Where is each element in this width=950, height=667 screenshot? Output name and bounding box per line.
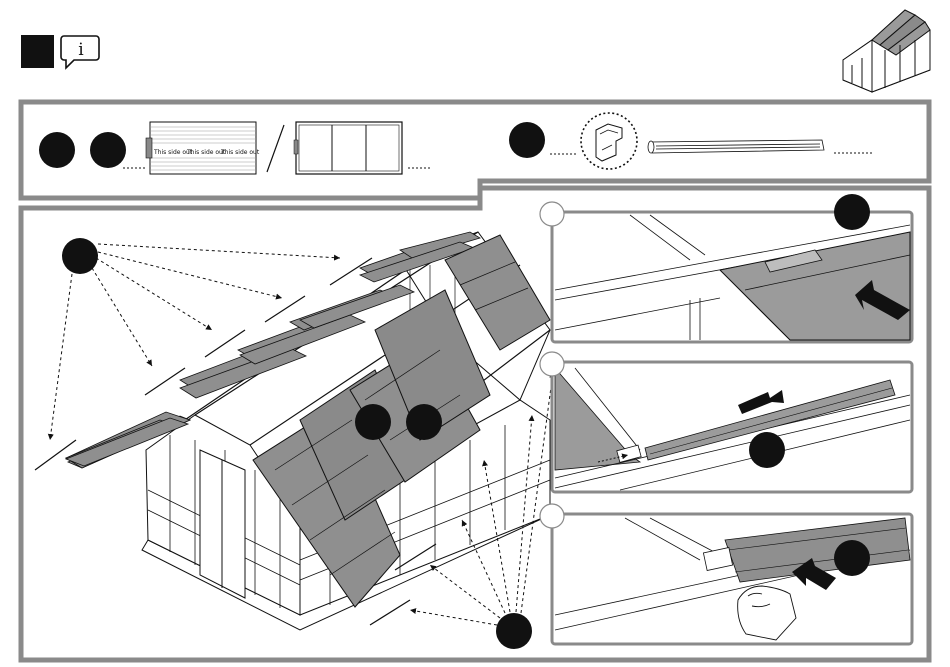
polycarbonate-panel: This side out This side out This side ou…	[146, 122, 260, 174]
detail-step-circle	[540, 202, 564, 226]
callout-circle	[406, 404, 442, 440]
framed-panel	[294, 122, 402, 174]
profile-detail-magnifier-icon	[581, 113, 637, 169]
panel-sticker-label: This side out	[220, 149, 260, 156]
info-icon: i	[61, 36, 99, 68]
detail-panel-3	[540, 504, 912, 644]
callout-circle	[749, 432, 785, 468]
detail-panel-1	[540, 194, 912, 342]
detail-step-circle	[540, 352, 564, 376]
panel-sticker-label: This side out	[186, 149, 226, 156]
callout-circle	[834, 194, 870, 230]
callout-circle	[496, 613, 532, 649]
greenhouse-thumbnail-icon	[843, 10, 930, 92]
callout-circle	[90, 132, 126, 168]
callout-circle	[509, 122, 545, 158]
info-glyph: i	[78, 40, 84, 60]
long-profile-bar	[648, 140, 824, 153]
separator-slash	[267, 125, 284, 172]
callout-circle	[355, 404, 391, 440]
step-number-badge	[21, 35, 54, 68]
callout-circle	[39, 132, 75, 168]
callout-circle	[834, 540, 870, 576]
detail-panel-2	[540, 352, 912, 492]
detail-step-circle	[540, 504, 564, 528]
